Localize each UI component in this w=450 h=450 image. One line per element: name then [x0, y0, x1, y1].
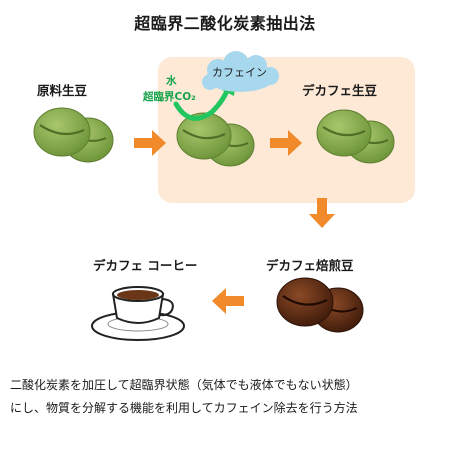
arrow-right-icon: [134, 130, 166, 156]
supercritical-co2-label: 超臨界CO₂: [143, 91, 196, 103]
process-bean-icon: [176, 112, 255, 167]
description-line-2: にし、物質を分解する機能を利用してカフェイン除去を行う方法: [10, 401, 358, 415]
raw-bean-label: 原料生豆: [37, 83, 88, 98]
description-text: 二酸化炭素を加圧して超臨界状態（気体でも液体でもない状態） にし、物質を分解する…: [10, 374, 442, 420]
arrow-right-icon: [270, 130, 302, 156]
decaf-green-bean-label: デカフェ生豆: [302, 83, 378, 98]
coffee-cup-icon: [91, 286, 185, 341]
roasted-bean-icon: [276, 277, 364, 333]
decaf-green-bean-icon: [316, 109, 395, 164]
decaf-roasted-bean-label: デカフェ焙煎豆: [266, 258, 354, 273]
cloud-icon: [202, 51, 279, 92]
arrow-left-icon: [212, 288, 244, 314]
description-line-1: 二酸化炭素を加圧して超臨界状態（気体でも液体でもない状態）: [10, 378, 358, 392]
water-label: 水: [166, 75, 177, 87]
diagram-title: 超臨界二酸化炭素抽出法: [134, 14, 316, 33]
decaf-coffee-label: デカフェ コーヒー: [93, 258, 198, 273]
raw-bean-icon: [33, 107, 114, 163]
caffeine-label: カフェイン: [212, 66, 267, 79]
arrow-down-icon: [309, 198, 335, 228]
